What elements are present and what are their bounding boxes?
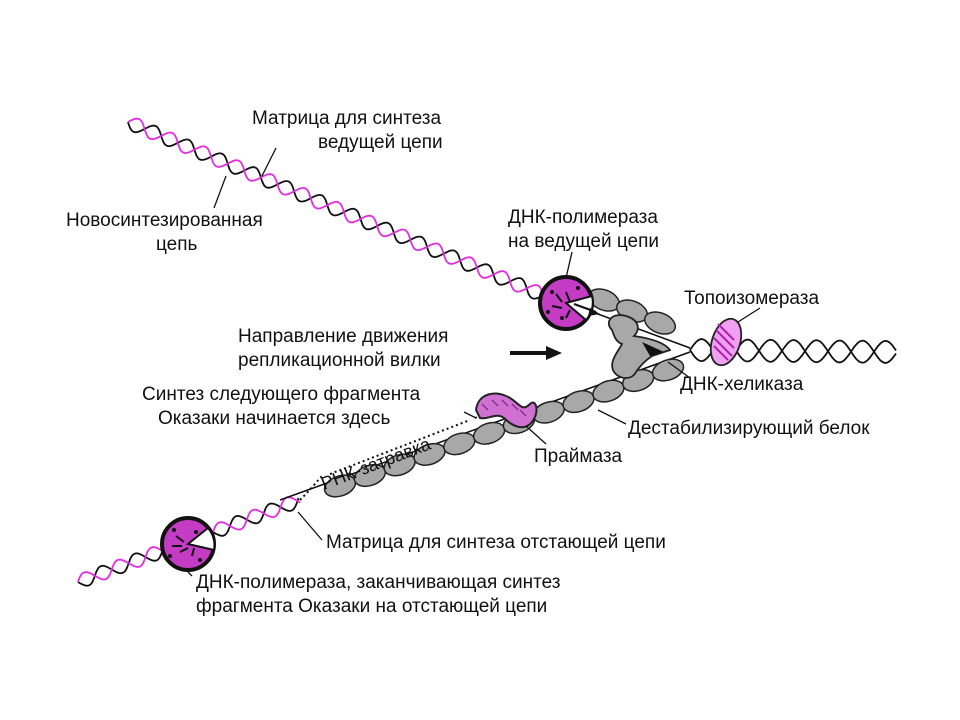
- topoisomerase-icon: [709, 317, 743, 367]
- ssb-proteins-lagging: [323, 358, 685, 498]
- label-leading-polymerase: ДНК-полимераза на ведущей цепи: [508, 207, 663, 252]
- leader-new-strand: [213, 175, 227, 209]
- leader-leading-polymerase: [565, 251, 573, 279]
- leading-strand-helix: [127, 117, 545, 300]
- label-leading-template: Матрица для синтеза ведущей цепи: [252, 108, 446, 153]
- label-new-strand: Новосинтезированная цепь: [66, 210, 268, 255]
- leader-lagging-polymerase: [187, 571, 193, 577]
- leading-polymerase-icon: [538, 275, 600, 331]
- ssb-protein-icon: [643, 311, 677, 335]
- ssb-protein-icon: [592, 379, 625, 403]
- leader-okazaki: [463, 411, 477, 419]
- leader-ssb: [597, 409, 627, 425]
- dna-strand: [127, 117, 545, 296]
- label-primase: Праймаза: [534, 446, 623, 467]
- leader-lines: [187, 147, 761, 577]
- ssb-protein-icon: [562, 390, 595, 414]
- primase-hatch: [481, 399, 527, 417]
- label-lagging-template: Матрица для синтеза отстающей цепи: [326, 532, 666, 553]
- label-okazaki-start: Синтез следующего фрагмента Оказаки начи…: [142, 384, 426, 429]
- label-fork-direction: Направление движения репликационной вилк…: [238, 326, 454, 371]
- leader-topoisomerase: [737, 307, 761, 323]
- helicase-icon: [607, 314, 672, 379]
- leader-primase: [525, 425, 547, 445]
- helicase-arrow-icon: [642, 342, 664, 356]
- leader-helicase: [667, 361, 691, 379]
- rna-primer-strand: [299, 419, 471, 501]
- ssb-protein-icon: [651, 358, 685, 382]
- lagging-polymerase-icon: [160, 516, 216, 572]
- leader-leading-template: [261, 147, 277, 177]
- label-ssb-protein: Дестабилизирующий белок: [628, 418, 870, 439]
- label-lagging-polymerase: ДНК-полимераза, заканчивающая синтез фра…: [196, 572, 566, 617]
- ssb-protein-icon: [472, 421, 506, 445]
- label-topoisomerase: Топоизомераза: [684, 288, 819, 309]
- label-helicase: ДНК-хеликаза: [680, 374, 804, 395]
- fork-direction-arrow-icon: [510, 346, 562, 360]
- topoisomerase-hatch: [713, 323, 735, 361]
- ssb-protein-icon: [443, 432, 476, 456]
- dna-strand: [127, 121, 544, 300]
- primase-icon: [474, 392, 538, 429]
- leader-lagging-template: [297, 511, 323, 541]
